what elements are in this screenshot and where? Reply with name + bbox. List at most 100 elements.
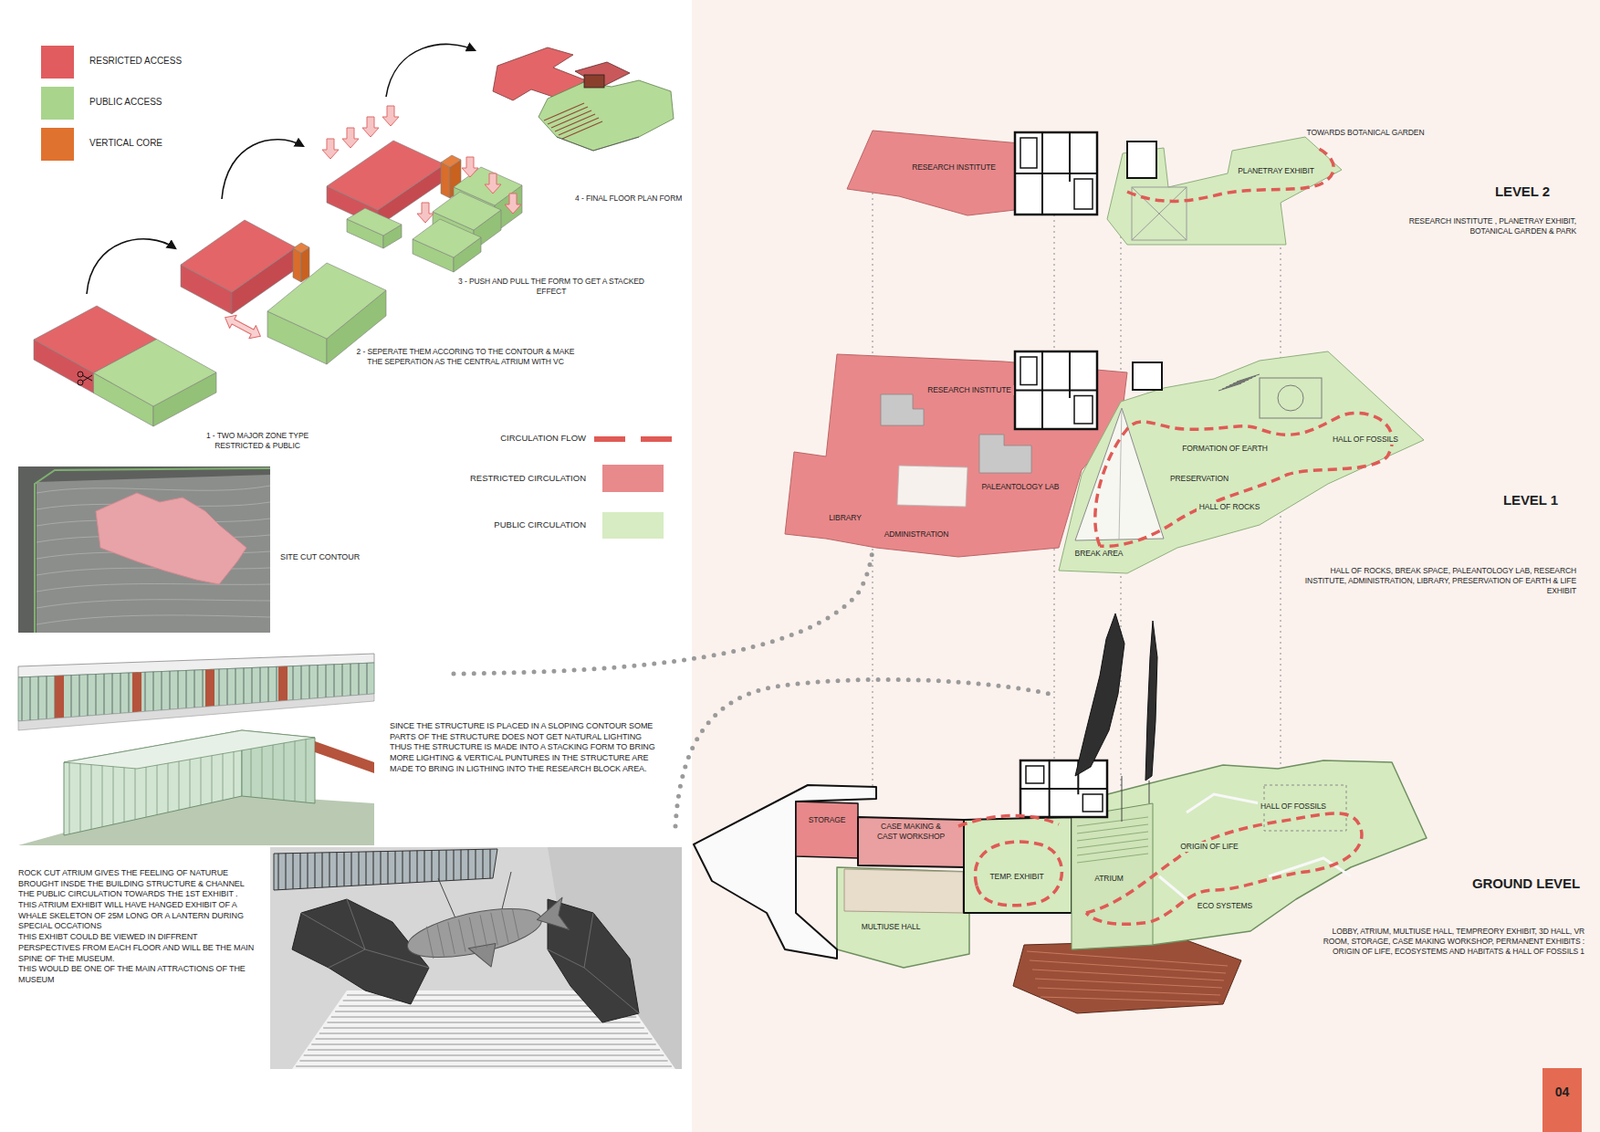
brick-pier: [205, 669, 215, 707]
massing-face: [301, 247, 310, 283]
stair-step: [315, 1038, 653, 1040]
exhibit-room: [963, 816, 1072, 913]
legend-swatch: [602, 512, 664, 539]
ground-level-plan: [693, 613, 1427, 1014]
spire-line: [1149, 780, 1151, 804]
massing-top: [440, 155, 461, 168]
stair-hatch: [1233, 376, 1256, 384]
skylight-mullion: [394, 850, 396, 884]
whale-rib: [437, 923, 444, 956]
legend-text: CIRCULATION FLOW: [500, 432, 586, 443]
room-label: ATRIUM: [1091, 873, 1126, 884]
stair-hatch: [1218, 383, 1242, 391]
skylight-mullion: [386, 850, 388, 884]
final-form-steps: [551, 110, 592, 128]
massing-top: [412, 219, 482, 258]
facade-mullion: [145, 671, 147, 712]
brick-wall: [314, 741, 375, 774]
skylight-mullion: [416, 850, 418, 883]
void-cross: [1131, 187, 1187, 241]
room-label: HALL OF FOSSILS: [1257, 801, 1329, 812]
room-label: CASE MAKING & CAST WORKSHOP: [871, 821, 951, 842]
void-cross: [1131, 187, 1187, 241]
facade-mullion: [95, 674, 97, 716]
stair-step: [334, 1011, 633, 1013]
skylight-mullion: [277, 853, 279, 890]
core-room: [1074, 178, 1093, 210]
skylight-mullion: [335, 852, 337, 888]
facade-mullion: [219, 669, 220, 706]
public-zone: [1072, 760, 1427, 950]
facade-mullion: [153, 671, 155, 712]
glass-mullion: [283, 734, 285, 801]
final-form-plate: [575, 62, 630, 87]
brick-pier: [132, 671, 142, 712]
facade-mullion: [251, 667, 253, 703]
atrium-step: [1077, 853, 1149, 863]
whale-skeleton: [403, 893, 574, 983]
contour-line: [36, 584, 271, 593]
skylight-mullion: [474, 848, 476, 879]
level-2-plan: [847, 130, 1342, 245]
exhibit-partition: [1159, 794, 1351, 900]
deck-step: [1040, 996, 1219, 1003]
facade-mullion: [325, 664, 327, 698]
scissors-symbol: [82, 375, 93, 381]
deck-step: [1037, 987, 1221, 995]
facade-mullion: [342, 663, 344, 696]
room-label: TEMP. EXHIBIT: [986, 871, 1046, 882]
scissors-symbol: [82, 375, 93, 382]
whale-rib: [448, 921, 455, 954]
whale-fin: [468, 942, 501, 972]
circulation-flow: [958, 815, 1059, 827]
facade-mullion: [30, 676, 32, 721]
atrium-render: [270, 847, 682, 1069]
site-terrain: [36, 474, 271, 633]
glass-mullion: [102, 754, 104, 827]
final-form-steps: [554, 114, 596, 132]
facade-mullion: [71, 675, 73, 718]
entrance-deck: [1013, 940, 1242, 1014]
skylight-mullion: [306, 852, 308, 889]
dotted-guide: [675, 679, 1050, 827]
facade-mullion: [202, 669, 204, 708]
step-caption: 3 - PUSH AND PULL THE FORM TO GET A STAC…: [455, 276, 648, 297]
service-wing: [693, 784, 877, 959]
skylight-mullion: [408, 850, 410, 883]
atrium-step: [1077, 846, 1149, 856]
facade-mullion: [268, 667, 270, 702]
final-form-edge: [556, 136, 639, 151]
massing-step: [322, 105, 523, 272]
legend-line-sample: [594, 436, 626, 442]
facade-mullion: [194, 669, 196, 708]
hanging-cable: [438, 878, 457, 921]
page-number-box: 04: [1542, 1067, 1582, 1132]
contour-line: [36, 615, 271, 625]
note-text: THIS WOULD BE ONE OF THE MAIN ATTRACTION…: [18, 963, 258, 985]
push-arrow-symbol: [382, 105, 399, 126]
skylight-mullion: [460, 849, 461, 880]
facade-mullion: [21, 677, 23, 722]
legend-text: RESTRICTED CIRCULATION: [470, 472, 586, 483]
skylight-mullion: [299, 852, 301, 889]
double-arrow-symbol: [221, 311, 264, 344]
void-line: [1118, 407, 1122, 540]
stair-step: [299, 1060, 668, 1062]
room-label: RESEARCH INSTITUTE: [909, 162, 999, 173]
skylight-mullion: [321, 852, 323, 888]
site-boundary: [34, 468, 271, 633]
public-zone: [836, 867, 970, 968]
deck-step: [1032, 969, 1224, 981]
atrium-step: [1077, 838, 1149, 848]
final-form-steps: [558, 117, 599, 136]
facade-mullion: [366, 662, 368, 694]
skylight: [273, 848, 498, 890]
note-text: SINCE THE STRUCTURE IS PLACED IN A SLOPI…: [389, 721, 664, 774]
skylight-mullion: [481, 848, 483, 879]
whale-rib: [512, 908, 519, 941]
facade-mullion: [276, 666, 278, 701]
building-footprint: [95, 492, 247, 585]
room-label: HALL OF FOSSILS: [1329, 434, 1402, 445]
push-arrow-symbol: [484, 173, 502, 194]
circulation-flow: [974, 841, 1062, 906]
